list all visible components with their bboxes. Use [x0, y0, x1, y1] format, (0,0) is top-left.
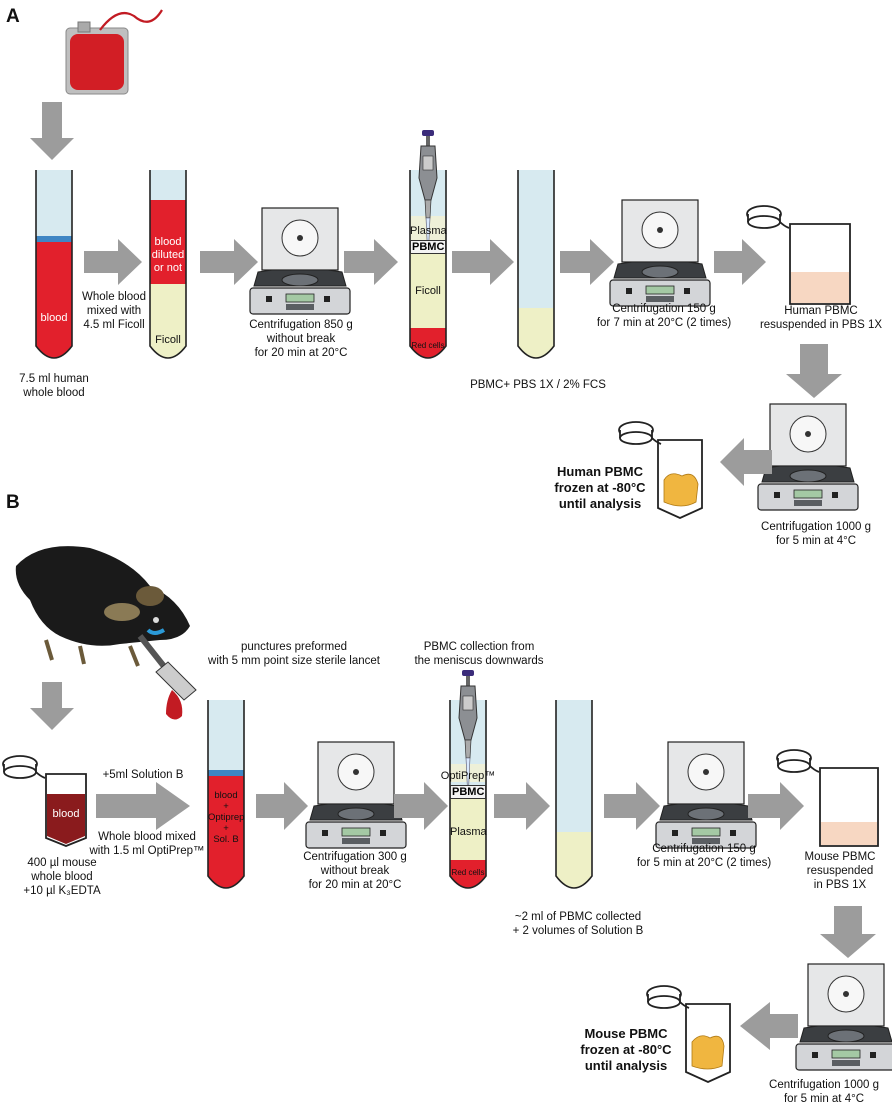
human-blood-label: 7.5 ml human whole blood: [19, 373, 89, 399]
mouse-blood-tube-label: blood: [52, 808, 80, 820]
centrifugation-1000-label: Centrifugation 1000 g for 5 min at 4°C: [761, 521, 871, 547]
down-arrow: [30, 102, 74, 160]
centrifuge-icon: [305, 741, 407, 849]
lancet-label: punctures preformed with 5 mm point size…: [208, 641, 380, 667]
optiprep-mix-tube: [207, 700, 245, 889]
step-arrow: [452, 239, 514, 285]
panel-label-a: A: [6, 6, 20, 27]
optiprep-mix-label: blood + Optiprep + Sol. B: [208, 790, 245, 845]
pbmc-layer-label-b: PBMC: [450, 785, 487, 799]
ficoll-layer-label: Ficoll: [415, 285, 441, 297]
plasma-label: Plasma: [410, 225, 447, 237]
step-arrow: [714, 239, 766, 285]
blood-bag-icon: [65, 9, 163, 95]
optiprep-layer-label: OptiPrep™: [440, 770, 496, 782]
step-arrow: [748, 782, 804, 830]
whole-blood-tube: [35, 170, 73, 359]
frozen-pbmc-cup-tube: [618, 421, 703, 519]
mouse-blood-label: 400 µl mouse whole blood +10 µl K₃EDTA: [23, 857, 101, 897]
lancet-icon: [137, 634, 197, 720]
pbmc-box: PBMC: [410, 240, 447, 254]
centrifugation-300-label: Centrifugation 300 g without break for 2…: [303, 851, 407, 891]
step-arrow: [394, 782, 448, 830]
pbmc-pbs-tube: [517, 170, 555, 359]
step-arrow: [84, 239, 142, 285]
step-arrow: [560, 239, 614, 285]
panel-label-b: B: [6, 492, 20, 513]
mouse-blood-cup-tube: [2, 755, 87, 847]
centrifugation-850-label: Centrifugation 850 g without break for 2…: [249, 319, 353, 359]
collected-pbmc-tube: [555, 700, 593, 889]
down-arrow: [820, 906, 876, 958]
plasma-layer-label: Plasma: [450, 826, 487, 838]
centrifuge-icon: [795, 963, 892, 1071]
mouse-frozen-label: Mouse PBMC frozen at -80°C until analysi…: [580, 1026, 672, 1073]
mouse-icon: [15, 546, 191, 667]
centrifuge-icon: [757, 403, 859, 511]
centrifugation-150-label: Centrifugation 150 g for 7 min at 20°C (…: [596, 303, 732, 329]
centrifuge-icon: [655, 741, 757, 849]
ficoll-tube: [149, 170, 187, 359]
human-frozen-label: Human PBMC frozen at -80°C until analysi…: [554, 464, 646, 511]
tube-blood-label: blood: [40, 312, 68, 324]
step-arrow: [344, 239, 398, 285]
red-cells-label-b: Red cells: [451, 868, 485, 877]
mouse-resuspended-label: Mouse PBMC resuspended in PBS 1X: [804, 851, 876, 891]
down-arrow: [786, 344, 842, 398]
pbmc-layer-label: PBMC: [410, 240, 447, 254]
step-arrow: [604, 782, 660, 830]
human-resuspended-label: Human PBMC resuspended in PBS 1X: [759, 305, 883, 331]
collected-pbmc-label: ~2 ml of PBMC collected + 2 volumes of S…: [512, 911, 644, 937]
step-arrow: [720, 438, 772, 486]
step-arrow: [200, 239, 258, 285]
mix-optiprep-label: Whole blood mixed with 1.5 ml OptiPrep™: [89, 831, 205, 857]
red-cells-label: Red cells: [411, 341, 445, 350]
down-arrow: [30, 682, 74, 730]
step-arrow: [494, 782, 550, 830]
step-arrow: [96, 782, 190, 830]
collection-label: PBMC collection from the meniscus downwa…: [414, 641, 544, 667]
step-arrow: [256, 782, 308, 830]
centrifuge-icon: [609, 199, 711, 307]
diluted-blood-label: blood diluted or not: [151, 236, 185, 274]
mix-ficoll-label: Whole blood mixed with 4.5 ml Ficoll: [82, 291, 146, 331]
add-solution-b-label: +5ml Solution B: [102, 769, 184, 781]
centrifugation-1000-label-b: Centrifugation 1000 g for 5 min at 4°C: [769, 1079, 879, 1105]
centrifugation-150-label-b: Centrifugation 150 g for 5 min at 20°C (…: [636, 843, 772, 869]
resuspended-cup-tube: [746, 205, 851, 305]
ficoll-label: Ficoll: [155, 334, 181, 346]
centrifuge-icon: [249, 207, 351, 315]
pbmc-pbs-label: PBMC+ PBS 1X / 2% FCS: [470, 379, 606, 391]
pbmc-box-b: PBMC: [450, 785, 487, 799]
step-arrow: [740, 1002, 798, 1050]
frozen-pbmc-cup-tube: [646, 985, 731, 1083]
resuspended-cup-tube: [776, 749, 879, 847]
